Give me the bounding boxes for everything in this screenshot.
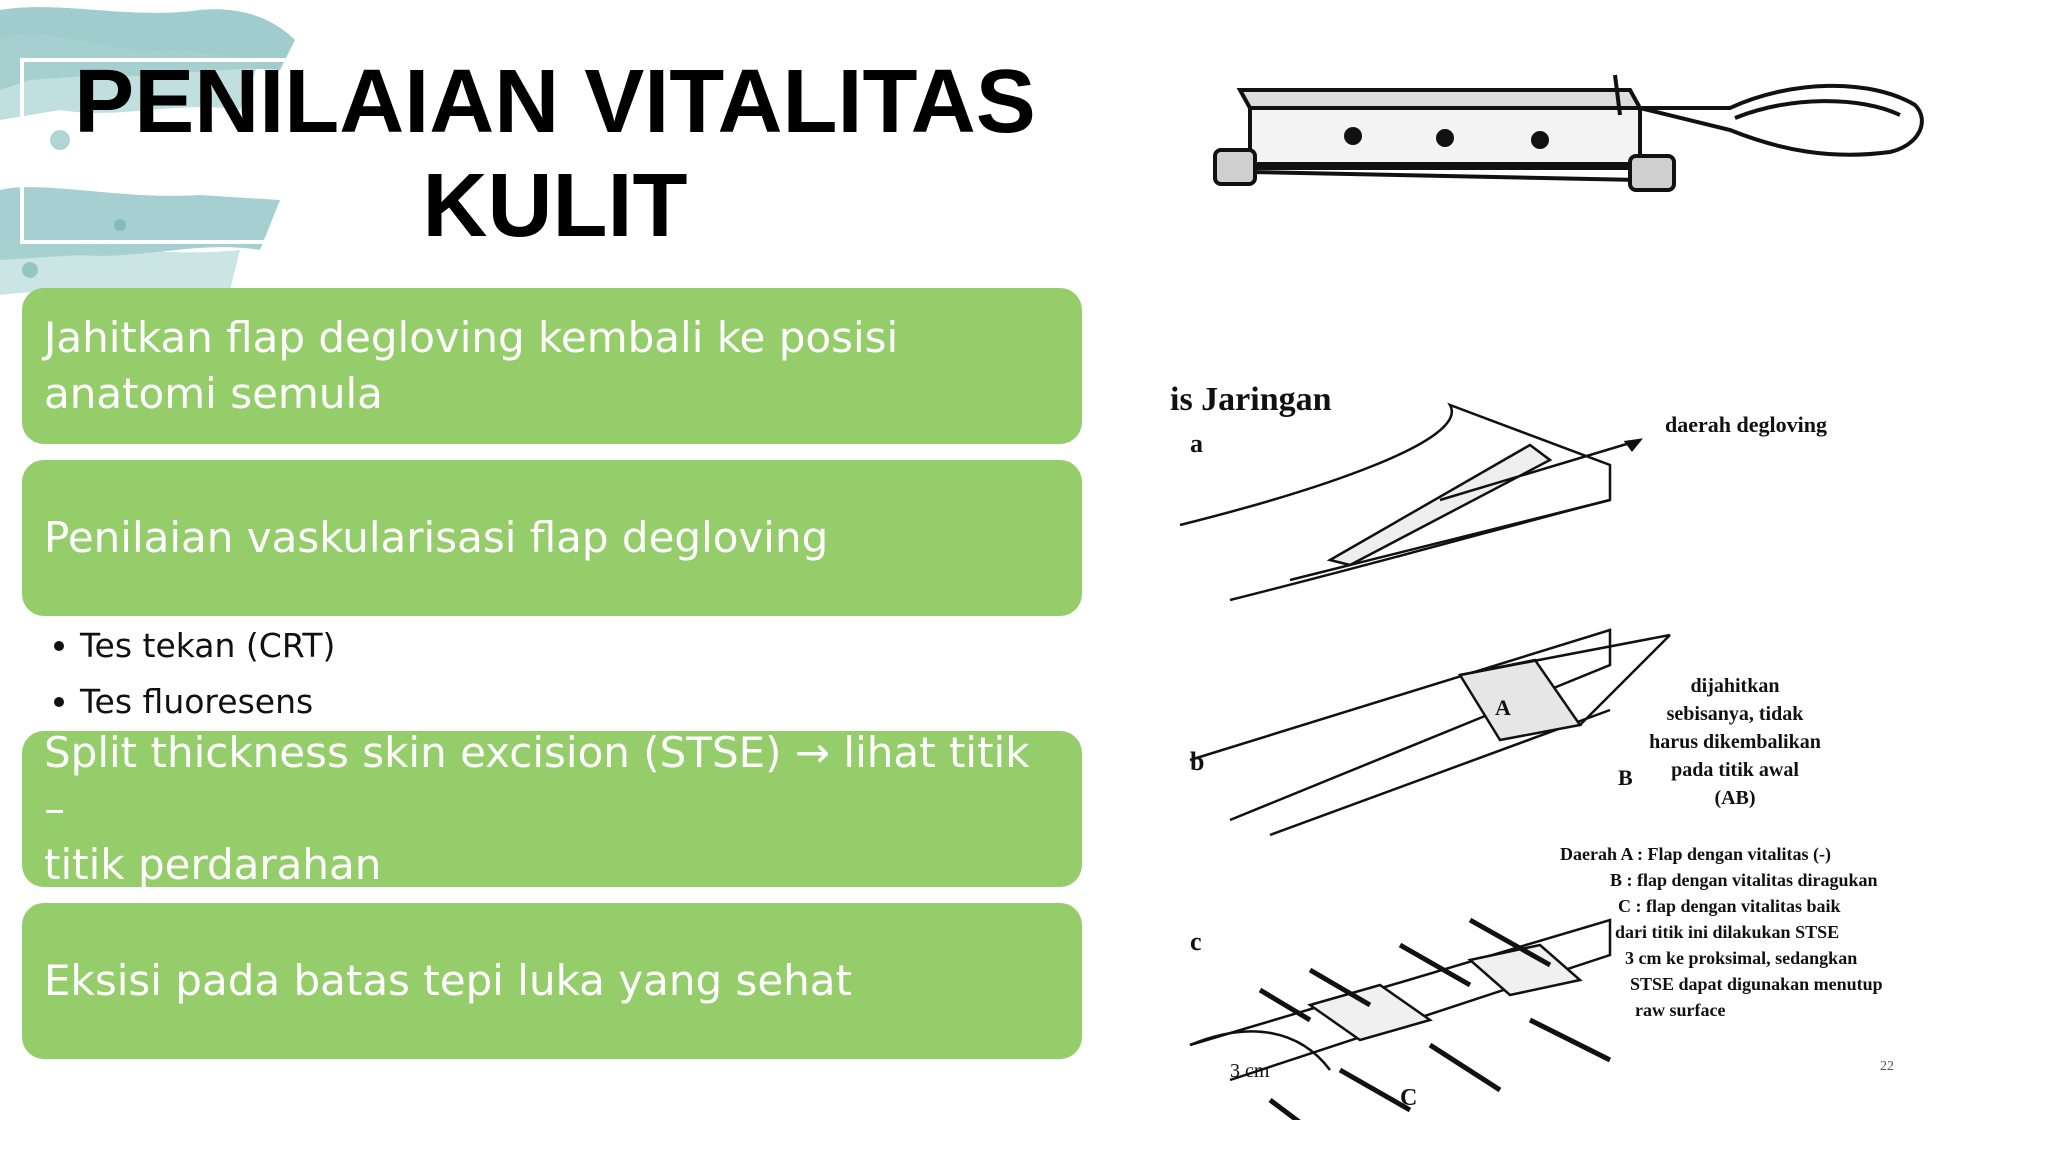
point-label-a: A (1495, 695, 1511, 720)
bullet-text: Tes fluoresens (80, 682, 314, 721)
point-label-c: C (1400, 1085, 1417, 1111)
label-b-line-5: (AB) (1714, 787, 1755, 809)
degloving-figure: is Jaringan a daerah degloving b A B dij… (1170, 60, 1950, 1147)
label-b-line-1: dijahitkan (1691, 675, 1780, 697)
label-daerah-degloving: daerah degloving (1665, 412, 1827, 437)
figure-header-fragment: is Jaringan (1170, 381, 1332, 418)
legend-c-line-3: C : flap dengan vitalitas baik (1618, 896, 1841, 916)
step-4-text: Eksisi pada batas tepi luka yang sehat (44, 956, 853, 1005)
title-line-1: PENILAIAN VITALITAS (74, 52, 1036, 152)
step-1-line-1: Jahitkan flap degloving kembali ke posis… (44, 313, 899, 362)
panel-label-c: c (1190, 927, 1202, 956)
skin-graft-knife-illustration (1213, 74, 1924, 192)
step-3-text: Split thickness skin excision (STSE) → l… (44, 725, 1060, 893)
bullet-dot-icon (54, 641, 64, 651)
step-1-text: Jahitkan flap degloving kembali ke posis… (44, 310, 898, 422)
step-2-text: Penilaian vaskularisasi flap degloving (44, 513, 829, 562)
step-3-line-1: Split thickness skin excision (STSE) → l… (44, 728, 1030, 833)
label-b-line-4: pada titik awal (1671, 759, 1799, 781)
legend-c-line-1: Daerah A : Flap dengan vitalitas (-) (1560, 844, 1831, 865)
step-box-1: Jahitkan flap degloving kembali ke posis… (22, 288, 1082, 444)
panel-label-b: b (1190, 747, 1204, 776)
step-1-line-2: anatomi semula (44, 369, 383, 418)
bullet-list: Tes tekan (CRT) Tes fluoresens (54, 618, 335, 730)
panel-label-a: a (1190, 429, 1203, 458)
bullet-item: Tes tekan (CRT) (54, 618, 335, 674)
page-title: PENILAIAN VITALITAS KULIT (40, 50, 1070, 258)
scale-label: 3 cm (1230, 1060, 1270, 1082)
label-b-line-2: sebisanya, tidak (1667, 703, 1805, 725)
step-box-2: Penilaian vaskularisasi flap degloving (22, 460, 1082, 616)
panel-c-drawing (1189, 917, 1612, 1147)
bullet-item: Tes fluoresens (54, 674, 335, 730)
bullet-dot-icon (54, 697, 64, 707)
step-3-line-2: titik perdarahan (44, 840, 382, 889)
label-b-line-3: harus dikembalikan (1649, 731, 1821, 753)
legend-c-line-6: STSE dapat digunakan menutup (1630, 974, 1883, 994)
panel-a-drawing (1179, 402, 1643, 602)
legend-c-line-7: raw surface (1635, 1000, 1725, 1020)
title-frame (20, 58, 1050, 244)
legend-c-line-4: dari titik ini dilakukan STSE (1615, 922, 1839, 942)
legend-c-line-5: 3 cm ke proksimal, sedangkan (1625, 948, 1857, 968)
bullet-text: Tes tekan (CRT) (80, 626, 336, 665)
figure-page-number: 22 (1880, 1059, 1894, 1074)
point-label-b: B (1618, 765, 1633, 790)
panel-b-drawing (1189, 628, 1671, 837)
step-box-3: Split thickness skin excision (STSE) → l… (22, 728, 1082, 889)
step-box-4: Eksisi pada batas tepi luka yang sehat (22, 903, 1082, 1059)
legend-c-line-2: B : flap dengan vitalitas diragukan (1610, 870, 1878, 890)
title-line-2: KULIT (422, 156, 688, 256)
